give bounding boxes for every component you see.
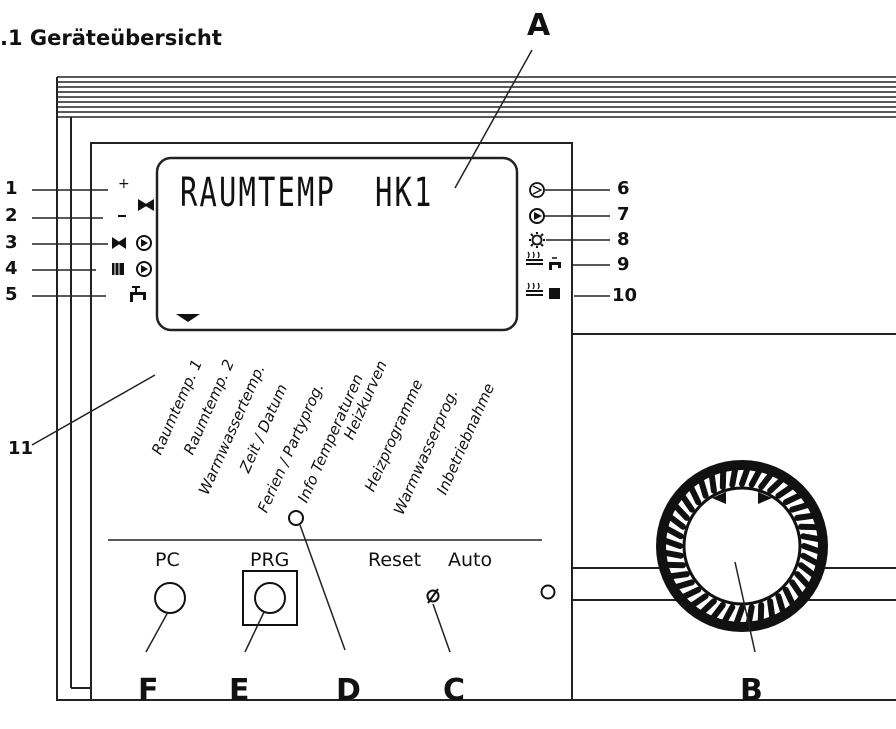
label-3: 3 [5, 232, 18, 253]
indicator-light-d [288, 510, 304, 526]
rotary-knob[interactable] [656, 460, 828, 632]
callout-e: E [229, 673, 250, 708]
lcd-text: RAUMTEMP HK1 [180, 170, 434, 216]
prg-label: PRG [250, 549, 290, 571]
label-4: 4 [5, 258, 18, 279]
prg-button[interactable] [254, 582, 286, 614]
callout-b: B [740, 673, 763, 708]
label-5: 5 [5, 284, 18, 305]
lcd-display [155, 156, 519, 332]
knob-arrow-right-icon [758, 492, 772, 504]
status-light [540, 584, 556, 600]
reset-auto-switch[interactable] [426, 589, 440, 603]
label-9: 9 [617, 254, 630, 275]
knob-arrow-left-icon [712, 492, 726, 504]
pc-label: PC [155, 549, 180, 571]
display-arrow-down [176, 314, 200, 322]
knob-knurl [659, 463, 825, 629]
label-10: 10 [612, 285, 638, 306]
callout-f: F [138, 673, 159, 708]
right-icons [526, 182, 561, 299]
page-title: .1 Geräteübersicht [0, 26, 222, 50]
label-2: 2 [5, 205, 18, 226]
housing-top-stripes [57, 76, 896, 118]
callout-d: D [336, 673, 361, 708]
label-1: 1 [5, 178, 18, 199]
label-7: 7 [617, 204, 630, 225]
auto-label: Auto [448, 549, 493, 571]
pc-socket[interactable] [154, 582, 186, 614]
left-icons: + [112, 176, 154, 302]
label-6: 6 [617, 178, 630, 199]
label-11: 11 [8, 438, 34, 459]
callout-c: C [443, 673, 466, 708]
label-8: 8 [617, 229, 630, 250]
reset-label: Reset [368, 549, 422, 571]
knob-center [682, 486, 802, 606]
svg-text:+: + [118, 176, 130, 192]
callout-a: A [527, 8, 551, 43]
